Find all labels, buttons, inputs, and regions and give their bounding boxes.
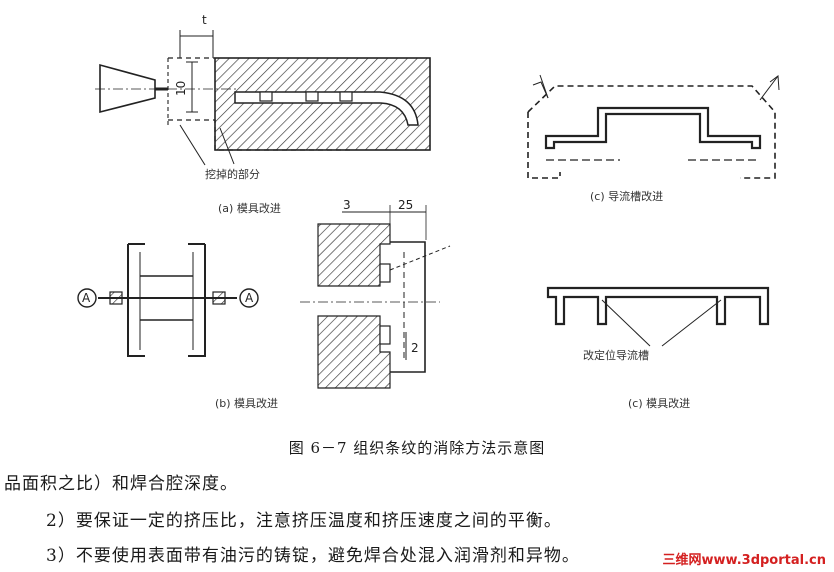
- panel-c-drawing: [546, 286, 770, 347]
- figure-drawing: t 10 挖掉的部分 (a) 模具改进 (c) 导流槽改进 A A: [77, 13, 780, 410]
- body-paragraph-3: 3）不要使用表面带有油污的铸锭，避免焊合处混入润滑剂和异物。: [46, 546, 580, 566]
- panel-c-label: (c) 模具改进: [628, 396, 690, 410]
- panel-b-dim-a: 3: [343, 198, 351, 212]
- panel-b-dim-c: 2: [411, 341, 419, 355]
- panel-a-drawing: [95, 30, 431, 166]
- panel-b-dim-b: 25: [398, 198, 413, 212]
- panel-b-label: (b) 模具改进: [215, 396, 278, 410]
- panel-a-label: (a) 模具改进: [218, 201, 281, 215]
- figure-caption: 图 6－7 组织条纹的消除方法示意图: [288, 439, 546, 457]
- watermark: 三维网www.3dportal.cn: [660, 549, 828, 568]
- section-mark-right: [239, 288, 259, 308]
- section-mark-left-label: A: [82, 291, 91, 305]
- panel-b-profile-drawing: [77, 243, 259, 357]
- panel-a-dim-side: 10: [174, 81, 188, 96]
- section-mark-left: [77, 288, 97, 308]
- body-paragraph-2: 2）要保证一定的挤压比，注意挤压温度和挤压速度之间的平衡。: [46, 511, 562, 531]
- groove-profile: [544, 106, 762, 150]
- panel-a-dim-top: t: [202, 13, 207, 27]
- panel-c-top-label: (c) 导流槽改进: [590, 189, 663, 203]
- removed-part-outline: [168, 119, 350, 151]
- ram-nozzle: [99, 63, 156, 114]
- body-paragraph-1: 品面积之比）和焊合腔深度。: [4, 474, 238, 494]
- section-mark-right-label: A: [245, 291, 254, 305]
- comb-profile: [546, 286, 770, 326]
- panel-c-leader-label: 改定位导流槽: [583, 348, 649, 362]
- panel-a-part-label: 挖掉的部分: [205, 167, 260, 181]
- panel-b-die-drawing: [300, 205, 451, 389]
- panel-c-top-drawing: [527, 74, 780, 179]
